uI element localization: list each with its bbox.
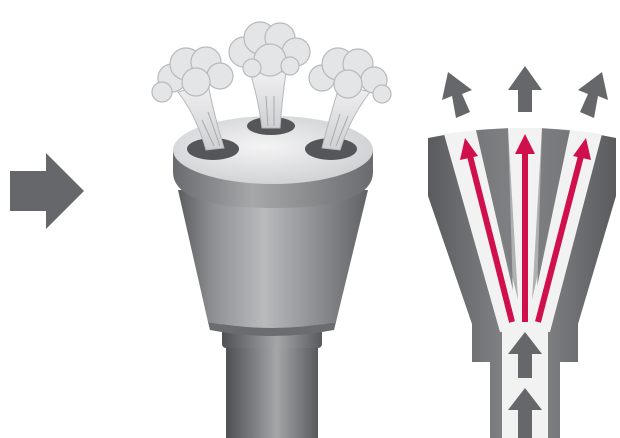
spray-plume-center [229, 22, 310, 77]
outlet-arrow-right [578, 72, 608, 118]
nozzle-body [178, 190, 368, 336]
outlet-flow-arrows [442, 66, 608, 118]
spray-nozzle-icon [152, 22, 391, 438]
spray-plume-right [309, 48, 391, 103]
outlet-arrow-center [508, 66, 542, 112]
outlet-arrow-left [442, 72, 472, 118]
input-arrow-icon [10, 153, 84, 229]
spray-plume-left [152, 47, 233, 102]
nozzle-section-icon [428, 66, 616, 438]
